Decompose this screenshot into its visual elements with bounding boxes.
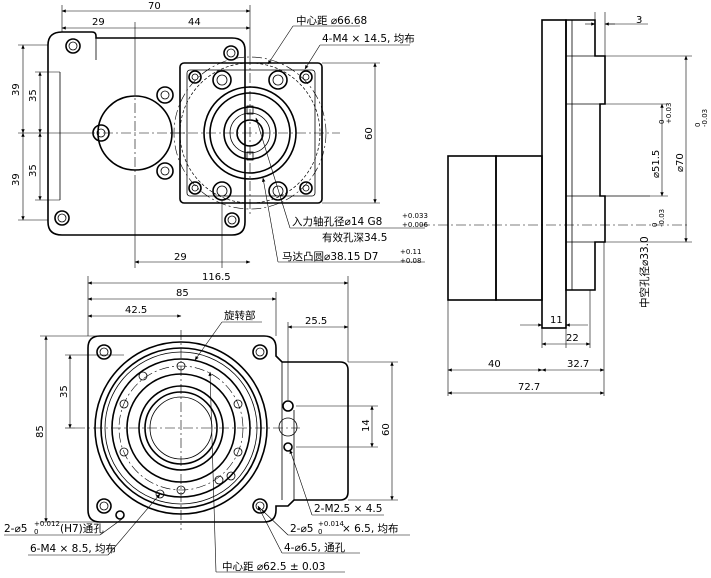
note-pin-b-tol-low: 0 [318,528,322,536]
dim-14: 14 [361,419,372,432]
dim-60-top: 60 [364,127,375,140]
note-motor-boss-tol-low: +0.08 [400,257,421,265]
note-center-distance-66-68: 中心距 ⌀66.68 [296,14,367,27]
dim-32-7: 32.7 [567,359,589,370]
note-hollow-bore-tol-low: -0.03 [658,209,666,227]
dim-phi-51-5: ⌀51.5 [651,150,662,178]
note-motor-boss-tol-up: +0.11 [400,248,421,256]
note-m2-5: 2-M2.5 × 4.5 [314,503,382,515]
dim-44: 44 [188,17,201,28]
note-motor-boss: 马达凸圆⌀38.15 D7 [282,251,378,263]
note-input-bore: 入力轴孔径⌀14 G8 [292,215,382,228]
dim-40: 40 [488,359,501,370]
note-m4-8-5: 6-M4 × 8.5, 均布 [30,543,116,555]
dim-phi-51-5-tol-low: 0 [658,120,666,124]
m4-bolt-holes [212,70,288,201]
flange-corner-holes [188,70,313,195]
motor-block-left [447,155,497,301]
dim-72-7: 72.7 [518,382,540,393]
top-left-view: 70 29 44 39 35 39 35 60 29 中心距 ⌀66.68 [11,1,428,268]
dim-60-low: 60 [381,423,392,436]
dim-39-b: 39 [11,173,22,186]
note-effective-depth: 有效孔深34.5 [322,231,387,244]
dim-11: 11 [550,315,563,326]
dim-85-h: 85 [176,288,189,299]
dim-phi-70: ⌀70 [675,153,686,172]
bottom-corner-holes [96,344,268,514]
dim-22: 22 [566,333,579,344]
dim-42-5: 42.5 [125,305,147,316]
m2-5-hole-a [282,400,294,412]
dim-phi-70-tol-up: 0 [694,123,702,127]
note-input-bore-tol-low: +0.006 [402,221,428,229]
dim-70: 70 [148,1,161,12]
dim-phi-70-tol-low: -0.03 [701,109,709,127]
dim-85-v: 85 [35,425,46,438]
note-pin-b-a: 2-⌀5 [290,523,313,535]
corner-holes [54,38,240,228]
dim-35-b: 35 [28,164,39,177]
note-hollow-bore: 中空孔径⌀33.0 [638,236,651,308]
note-pin-h7-tol-low: 0 [34,528,38,536]
note-pin-h7-b: (H7)通孔 [60,522,104,535]
dim-29-top: 29 [92,17,105,28]
note-pin-h7-tol-up: +0.012 [34,520,60,528]
note-pin-b-b: × 6.5, 均布 [342,523,399,535]
output-flange-outline [87,335,349,523]
side-view: 3 ⌀51.5 +0.03 0 ⌀70 0 -0.03 中空孔径⌀33.0 0 … [420,12,709,396]
note-pin-h7-a: 2-⌀5 [4,523,27,535]
note-input-bore-tol-up: +0.033 [402,212,428,220]
dim-25-5: 25.5 [305,316,327,327]
dim-phi-51-5-tol-up: +0.03 [665,103,673,124]
m2-5-hole-b [283,442,293,452]
note-4-m4-holes: 4-M4 × 14.5, 均布 [322,33,415,45]
pin-hole-a [115,510,125,520]
dim-29-bot: 29 [174,252,187,263]
dim-3: 3 [636,15,642,26]
dim-35-a: 35 [28,89,39,102]
note-pin-b-tol-up: +0.014 [318,520,344,528]
motor-block-right [495,155,543,301]
base-step-line [59,38,97,200]
left-circle-group [85,85,185,185]
note-hollow-bore-tol-up: 0 [651,223,659,227]
note-center-distance-62-5: 中心距 ⌀62.5 ± 0.03 [222,560,325,573]
bottom-view: 116.5 85 42.5 25.5 85 35 14 60 旋转部 2-M2.… [4,272,410,573]
flange-plate [541,19,567,329]
note-rotating-part: 旋转部 [224,309,256,322]
dim-35-low: 35 [59,385,70,398]
dim-116-5: 116.5 [202,272,231,283]
base-plate-outline [47,31,246,236]
note-holes-6-5: 4-⌀6.5, 通孔 [284,541,346,554]
dim-39-a: 39 [11,83,22,96]
